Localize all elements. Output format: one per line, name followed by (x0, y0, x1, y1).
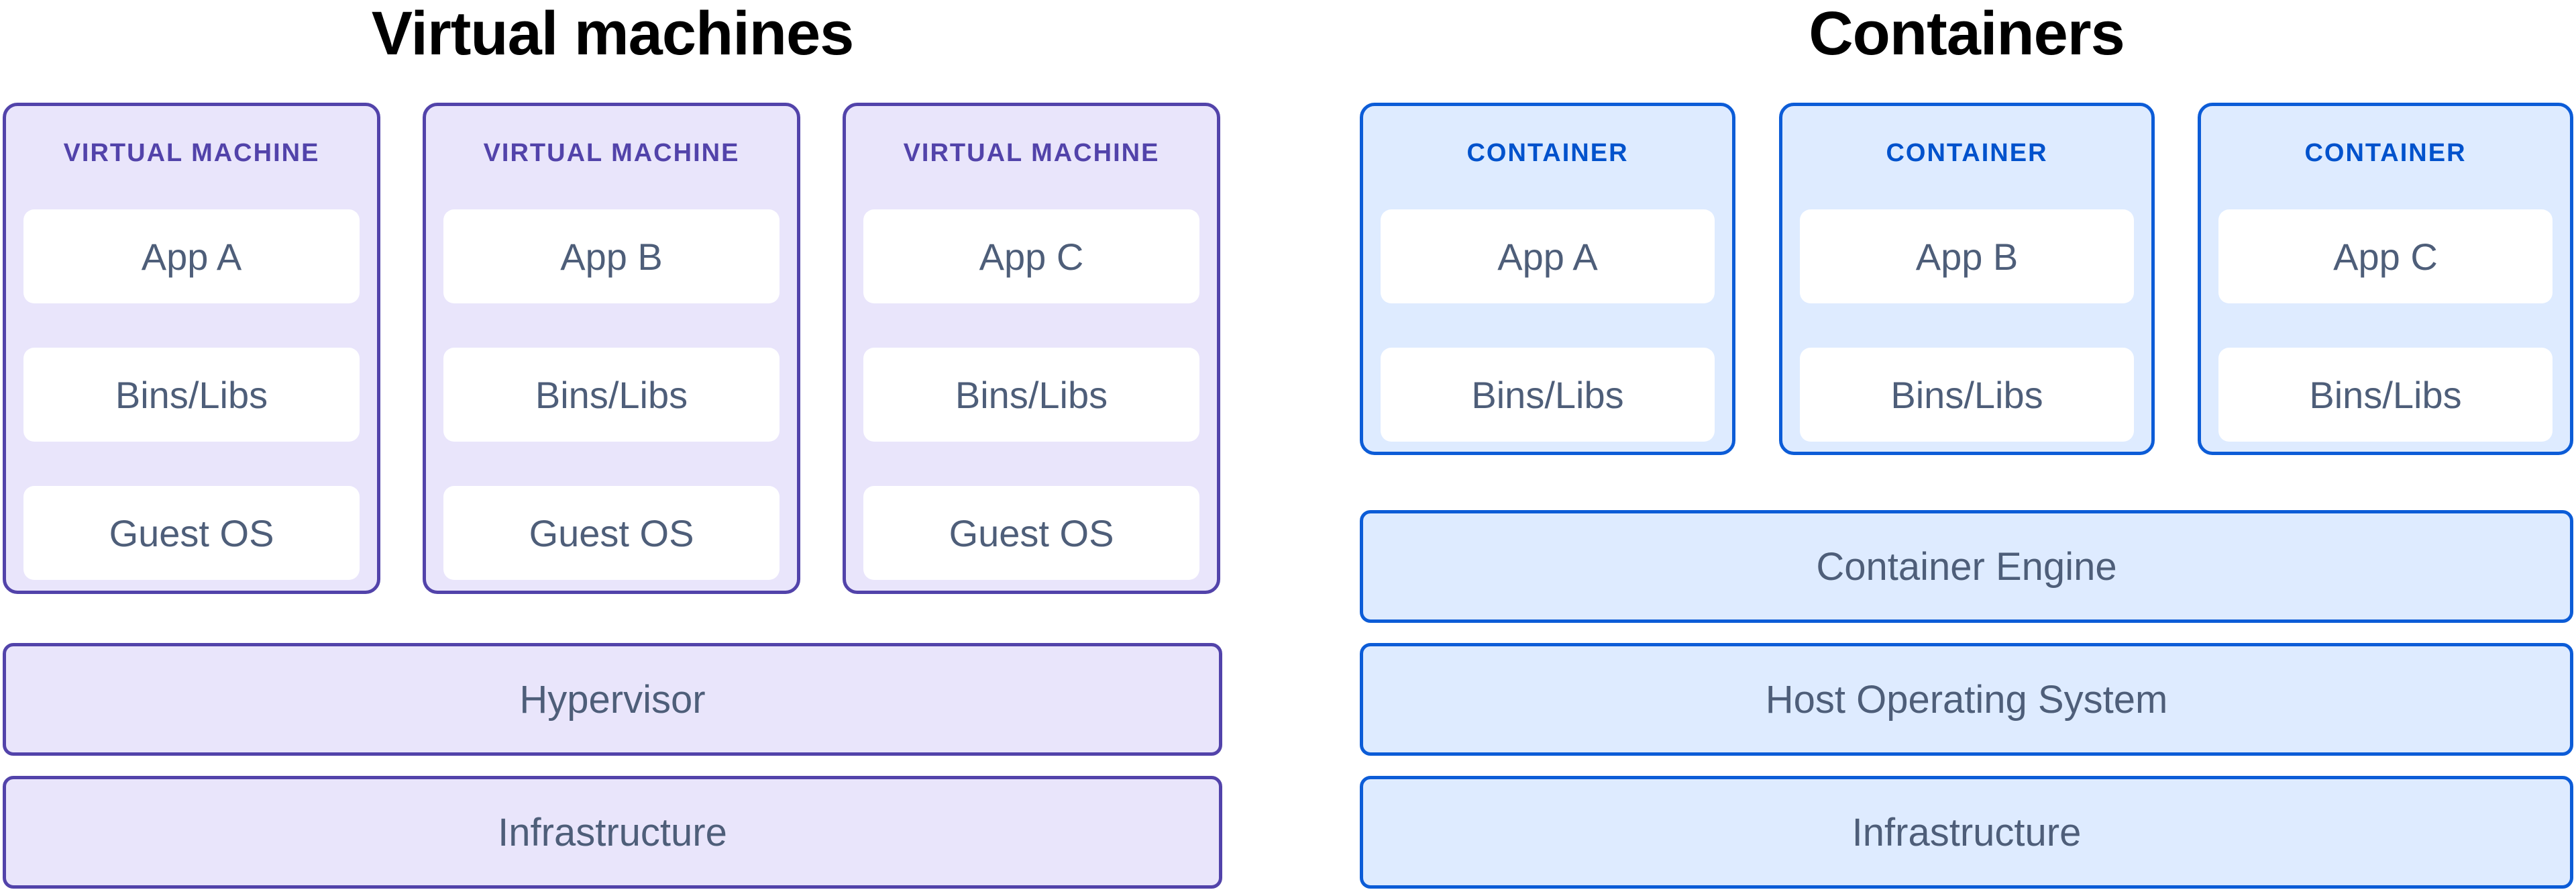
container-card-2-header: CONTAINER (1886, 139, 2048, 167)
vm-card-2: VIRTUAL MACHINE App B Bins/Libs Guest OS (423, 103, 800, 594)
vm-card-3-binslibs-box: Bins/Libs (863, 348, 1199, 442)
container-infrastructure-bar: Infrastructure (1360, 776, 2573, 889)
vm-card-2-header: VIRTUAL MACHINE (483, 139, 740, 167)
container-card-3-app-box: App C (2218, 209, 2553, 303)
vm-card-2-guestos-box: Guest OS (443, 486, 780, 580)
container-card-2-binslibs-box: Bins/Libs (1800, 348, 2134, 442)
hypervisor-bar: Hypervisor (3, 643, 1222, 756)
vm-card-2-binslibs-box: Bins/Libs (443, 348, 780, 442)
container-card-1-app-box: App A (1381, 209, 1715, 303)
vm-card-3-header: VIRTUAL MACHINE (903, 139, 1160, 167)
host-operating-system-bar: Host Operating System (1360, 643, 2573, 756)
vm-card-1-binslibs-box: Bins/Libs (23, 348, 360, 442)
container-card-2-app-box: App B (1800, 209, 2134, 303)
vm-card-1-app-box: App A (23, 209, 360, 303)
vm-card-3: VIRTUAL MACHINE App C Bins/Libs Guest OS (843, 103, 1220, 594)
container-card-1-binslibs-box: Bins/Libs (1381, 348, 1715, 442)
container-engine-bar: Container Engine (1360, 510, 2573, 623)
vm-card-3-guestos-box: Guest OS (863, 486, 1199, 580)
container-card-3: CONTAINER App C Bins/Libs (2198, 103, 2573, 455)
container-card-1-header: CONTAINER (1466, 139, 1629, 167)
vm-card-1-guestos-box: Guest OS (23, 486, 360, 580)
container-card-3-binslibs-box: Bins/Libs (2218, 348, 2553, 442)
vm-card-1-header: VIRTUAL MACHINE (63, 139, 320, 167)
containers-title: Containers (1809, 0, 2125, 68)
container-card-1: CONTAINER App A Bins/Libs (1360, 103, 1735, 455)
vm-card-2-app-box: App B (443, 209, 780, 303)
virtual-machines-title: Virtual machines (371, 0, 855, 68)
container-card-2: CONTAINER App B Bins/Libs (1779, 103, 2155, 455)
container-card-3-header: CONTAINER (2304, 139, 2467, 167)
vm-card-1: VIRTUAL MACHINE App A Bins/Libs Guest OS (3, 103, 380, 594)
vm-card-3-app-box: App C (863, 209, 1199, 303)
vm-infrastructure-bar: Infrastructure (3, 776, 1222, 889)
